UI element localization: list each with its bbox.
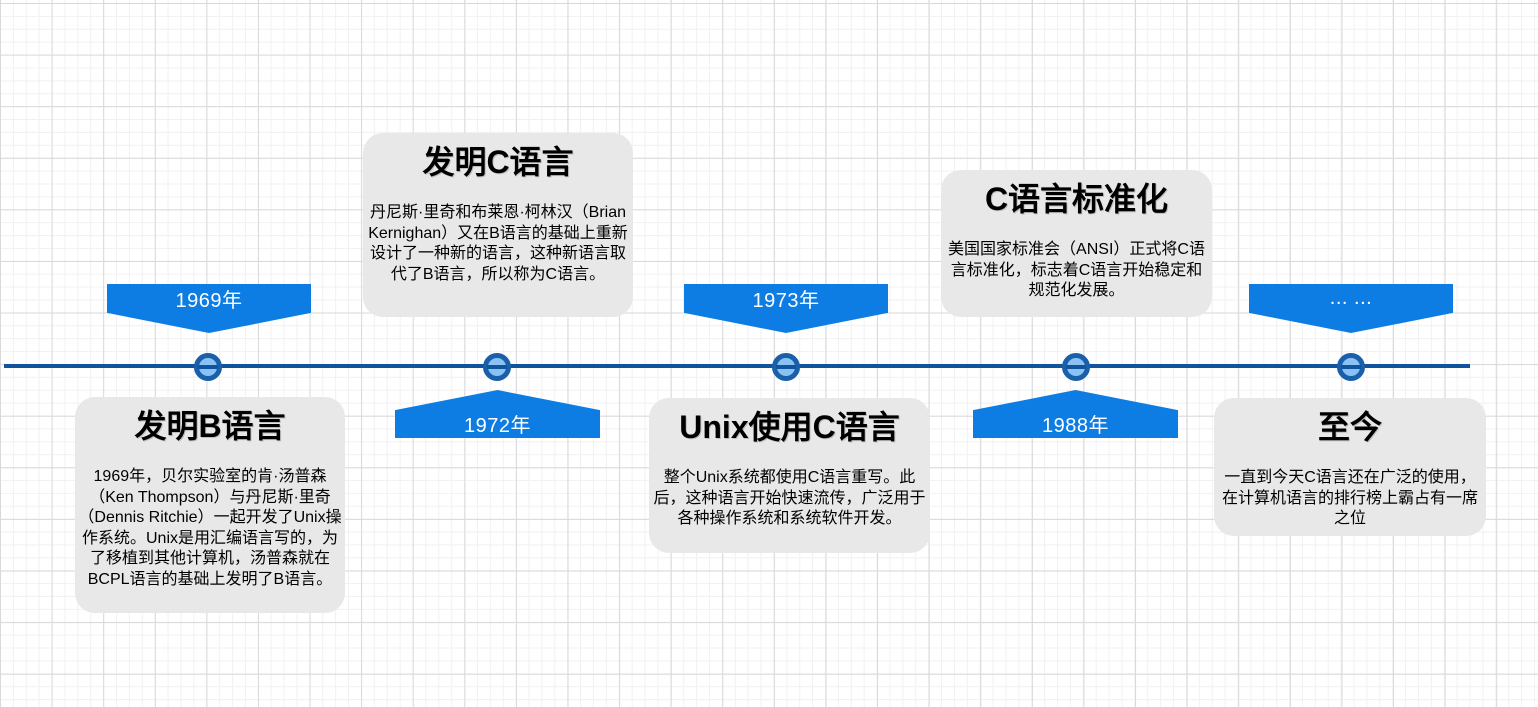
- event-card-unix-uses-c: Unix使用C语言 整个Unix系统都使用C语言重写。此后，这种语言开始快速流传…: [649, 398, 930, 553]
- timeline-node-1972: [483, 353, 511, 381]
- year-label: 1973年: [752, 290, 820, 312]
- year-label: 1969年: [175, 290, 243, 312]
- timeline-node-1973: [772, 353, 800, 381]
- event-card-invent-c-language: 发明C语言 丹尼斯·里奇和布莱恩·柯林汉（Brian Kernighan）又在B…: [363, 133, 633, 317]
- year-label: 1972年: [464, 414, 531, 437]
- event-description: 整个Unix系统都使用C语言重写。此后，这种语言开始快速流传，广泛用于各种操作系…: [653, 469, 926, 527]
- event-title: 发明C语言: [422, 144, 574, 180]
- event-card-invent-b-language: 发明B语言 1969年，贝尔实验室的肯·汤普森（Ken Thompson）与丹尼…: [75, 397, 345, 613]
- event-card-c-standardization: C语言标准化 美国国家标准会（ANSI）正式将C语言标准化，标志着C语言开始稳定…: [941, 170, 1212, 317]
- year-label: ... ...: [1329, 287, 1373, 309]
- event-description: 一直到今天C语言还在广泛的使用，在计算机语言的排行榜上霸占有一席之位: [1221, 469, 1478, 527]
- event-description: 美国国家标准会（ANSI）正式将C语言标准化，标志着C语言开始稳定和规范化发展。: [948, 241, 1205, 299]
- event-description: 丹尼斯·里奇和布莱恩·柯林汉（Brian Kernighan）又在B语言的基础上…: [368, 204, 628, 283]
- timeline-axis: [4, 364, 1470, 368]
- event-description: 1969年，贝尔实验室的肯·汤普森（Ken Thompson）与丹尼斯·里奇（D…: [78, 468, 342, 588]
- year-banner-1969: 1969年: [107, 284, 311, 333]
- year-banner-1988: 1988年: [973, 390, 1178, 438]
- event-title: 发明B语言: [134, 408, 286, 444]
- timeline-node-today: [1337, 353, 1365, 381]
- timeline-node-1988: [1062, 353, 1090, 381]
- year-label: 1988年: [1042, 414, 1109, 437]
- event-title: C语言标准化: [984, 181, 1169, 217]
- event-title: 至今: [1317, 409, 1382, 445]
- year-banner-ellipsis: ... ...: [1249, 284, 1453, 333]
- year-banner-1972: 1972年: [395, 390, 600, 438]
- year-banner-1973: 1973年: [684, 284, 888, 333]
- timeline-node-1969: [194, 353, 222, 381]
- event-card-until-today: 至今 一直到今天C语言还在广泛的使用，在计算机语言的排行榜上霸占有一席之位: [1214, 398, 1486, 536]
- event-title: Unix使用C语言: [679, 409, 900, 445]
